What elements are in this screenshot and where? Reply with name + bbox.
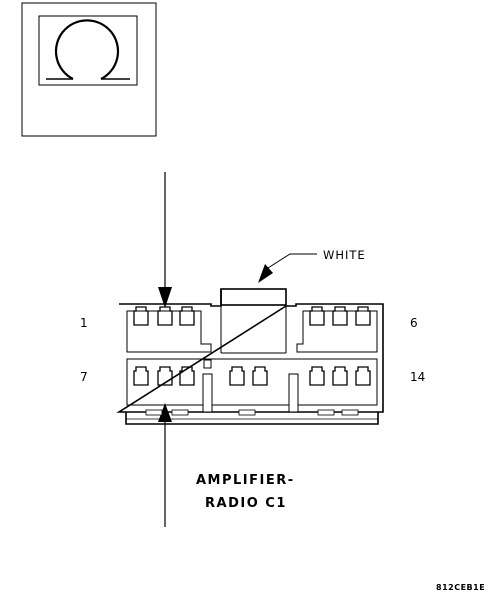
pin-cavity: [229, 366, 245, 386]
pin-cavity: [355, 366, 371, 386]
connector-body: [116, 288, 384, 425]
arrow-down-icon: [158, 172, 172, 308]
pin-cavity: [179, 306, 195, 326]
pin-cavity: [179, 366, 195, 386]
pin-cavity: [309, 366, 325, 386]
connector-name-line1: AMPLIFIER-: [196, 473, 295, 488]
inset-view: [21, 2, 157, 137]
pin-label-14: 14: [410, 370, 425, 384]
pin-cavity: [157, 366, 173, 386]
arrow-up-icon: [158, 403, 172, 527]
pin-cavity: [309, 306, 325, 326]
pin-cavity: [133, 306, 149, 326]
pin-cavity: [252, 366, 268, 386]
figure-code: 812CEB1E: [436, 583, 485, 592]
connector-end-view-icon: [46, 19, 130, 80]
wire-color-callout: WHITE: [258, 248, 366, 283]
inset-inner-frame: [38, 15, 138, 86]
wire-color-label: WHITE: [323, 248, 366, 262]
pin-label-6: 6: [410, 316, 418, 330]
pin-cavities: [133, 306, 371, 386]
pin-cavity: [332, 306, 348, 326]
pin-label-7: 7: [80, 370, 88, 384]
pin-cavity: [133, 366, 149, 386]
pin-cavity: [355, 306, 371, 326]
pin-label-1: 1: [80, 316, 88, 330]
pin-cavity: [157, 306, 173, 326]
inset-frame: [21, 2, 157, 137]
pin-cavity: [332, 366, 348, 386]
connector-name-line2: RADIO C1: [205, 496, 287, 511]
